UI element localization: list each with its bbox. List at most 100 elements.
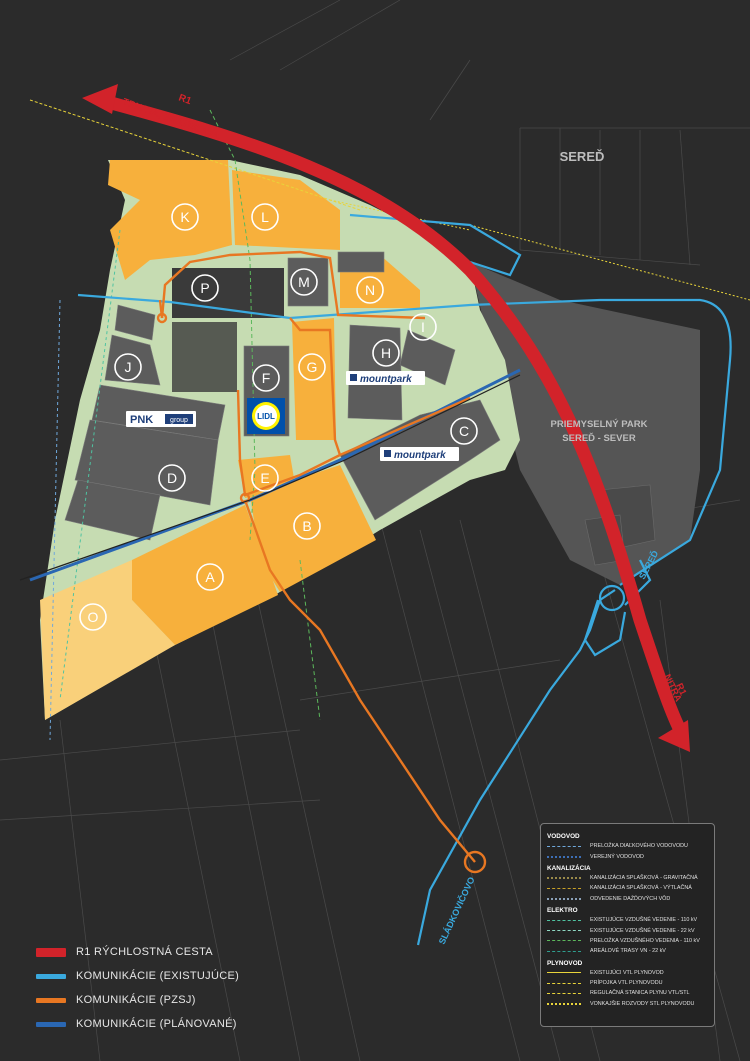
svg-text:group: group [170, 417, 188, 424]
plot-B [250, 465, 376, 592]
legend-item: VONKAJŠIE ROZVODY STL PLYNOVODU [547, 999, 708, 1009]
plot-marker-G: G [298, 353, 326, 381]
plot-marker-C: C [450, 417, 478, 445]
plot-marker-J: J [114, 353, 142, 381]
legend-item-label: ODVEDENIE DAŽĎOVÝCH VÔD [590, 895, 671, 902]
legend-section-vodovod: VODOVOD [547, 833, 580, 840]
plot-letter: K [180, 209, 190, 225]
r1-arrow-north [82, 84, 118, 114]
r1-arrow-south [658, 720, 690, 752]
pnk-logo: PNK group [126, 411, 196, 427]
plot-L [232, 170, 340, 250]
svg-text:LIDL: LIDL [257, 412, 275, 421]
legend-swatch-planned [36, 1021, 66, 1027]
plot-G [292, 318, 336, 440]
svg-text:PNK: PNK [130, 414, 153, 426]
plot-circle [356, 276, 384, 304]
legend-section-plynovod: PLYNOVOD [547, 959, 583, 967]
plot-circle [114, 353, 142, 381]
building-D-low [64, 479, 161, 541]
parking-west [172, 322, 237, 392]
legend-item-label: KANALIZÁCIA SPLAŠKOVÁ - VÝTLAČNÁ [590, 885, 692, 892]
building-D [74, 419, 219, 506]
plot-letter: M [298, 274, 310, 290]
mountpark-logo-north: mountpark [346, 371, 425, 385]
plot-marker-E: E [251, 464, 279, 492]
plot-circle [409, 313, 437, 341]
plot-marker-A: A [196, 563, 224, 591]
lidl-logo: LIDL [247, 398, 285, 434]
legend-swatch-existing [36, 973, 66, 979]
plot-letter: J [125, 359, 132, 375]
plot-circle [79, 603, 107, 631]
legend-item-label: PRÍPOJKA VTL PLYNOVODU [590, 980, 663, 987]
plot-circle [252, 364, 280, 392]
legend-r1: R1 RÝCHLOSTNÁ CESTA [36, 940, 239, 964]
plot-marker-B: B [293, 512, 321, 540]
legend-item: PRELOŽKA DIAĽKOVÉHO VODOVODU [547, 841, 708, 851]
legend-item: KANALIZÁCIA SPLAŠKOVÁ - VÝTLAČNÁ [547, 883, 708, 893]
building-M [287, 257, 329, 307]
legend-item: REGULAČNÁ STANICA PLYNU VTL/STL [547, 988, 708, 998]
svg-text:mountpark: mountpark [394, 450, 446, 461]
plot-marker-L: L [251, 203, 279, 231]
legend-item: PRÍPOJKA VTL PLYNOVODU [547, 978, 708, 988]
mountpark-logo-south: mountpark [380, 447, 459, 461]
legend-item: ODVEDENIE DAŽĎOVÝCH VÔD [547, 894, 708, 904]
plot-letter: F [262, 370, 271, 386]
legend-swatch-r1 [36, 947, 66, 957]
legend-item-label: VEREJNÝ VODOVOD [590, 853, 644, 860]
plot-marker-D: D [158, 464, 186, 492]
legend-item-label: VONKAJŠIE ROZVODY STL PLYNOVODU [590, 1000, 695, 1007]
utilities-legend: VODOVOD PRELOŽKA DIAĽKOVÉHO VODOVODU VER… [540, 823, 715, 1027]
main-road-dark [19, 374, 521, 581]
plot-marker-K: K [171, 203, 199, 231]
legend-planned: KOMUNIKÁCIE (PLÁNOVANÉ) [36, 1012, 239, 1036]
legend-item: EXISTUJÚCE VZDUŠNÉ VEDENIE - 22 kV [547, 925, 708, 935]
plot-letter: G [307, 359, 318, 375]
legend-section-elektro: ELEKTRO [547, 906, 578, 914]
legend-pzsj: KOMUNIKÁCIE (PZSJ) [36, 988, 239, 1012]
legend-item-label: EXISTUJÚCI VTL PLYNOVOD [590, 969, 664, 976]
legend-item-label: AREÁLOVÉ TRASY VN - 22 kV [590, 948, 666, 955]
plot-marker-F: F [252, 364, 280, 392]
plot-marker-O: O [79, 603, 107, 631]
building-J [104, 334, 161, 386]
r1-expressway [93, 93, 687, 737]
plot-circle [191, 274, 219, 302]
plot-marker-M: M [290, 268, 318, 296]
park-label-2: SEREĎ - SEVER [562, 432, 636, 444]
plot-marker-P: P [191, 274, 219, 302]
plot-letter: E [260, 470, 269, 486]
legend-item: AREÁLOVÉ TRASY VN - 22 kV [547, 946, 708, 956]
plot-circle [298, 353, 326, 381]
plot-letter: D [167, 470, 177, 486]
plot-circle [251, 464, 279, 492]
building-J-top [114, 304, 156, 341]
plot-circle [372, 339, 400, 367]
svg-text:mountpark: mountpark [360, 374, 412, 385]
plot-circle [293, 512, 321, 540]
pzsj-roads [156, 250, 487, 874]
plot-letter: C [459, 423, 469, 439]
plot-letter: L [261, 209, 269, 225]
sladkovicovo-label: SLÁDKOVIČOVO [436, 875, 477, 946]
legend-existing: KOMUNIKÁCIE (EXISTUJÚCE) [36, 964, 239, 988]
legend-item-label: EXISTUJÚCE VZDUŠNÉ VEDENIE - 22 kV [590, 927, 695, 934]
plot-K [108, 160, 232, 280]
plot-circle [171, 203, 199, 231]
plot-marker-N: N [356, 276, 384, 304]
park-label-1: PRIEMYSELNÝ PARK [551, 418, 648, 430]
legend-swatch-pzsj [36, 997, 66, 1003]
legend-item: EXISTUJÚCI VTL PLYNOVOD [547, 968, 708, 978]
existing-roads [77, 213, 732, 946]
plot-marker-H: H [372, 339, 400, 367]
legend-item-label: REGULAČNÁ STANICA PLYNU VTL/STL [590, 990, 690, 997]
legend-item: KANALIZÁCIA SPLAŠKOVÁ - GRAVITAČNÁ [547, 873, 708, 883]
legend-item: VEREJNÝ VODOVOD [547, 851, 708, 861]
legend-item: PRELOŽKA VZDUŠNÉHO VEDENIA - 110 kV [547, 936, 708, 946]
plot-letter: A [205, 569, 215, 585]
